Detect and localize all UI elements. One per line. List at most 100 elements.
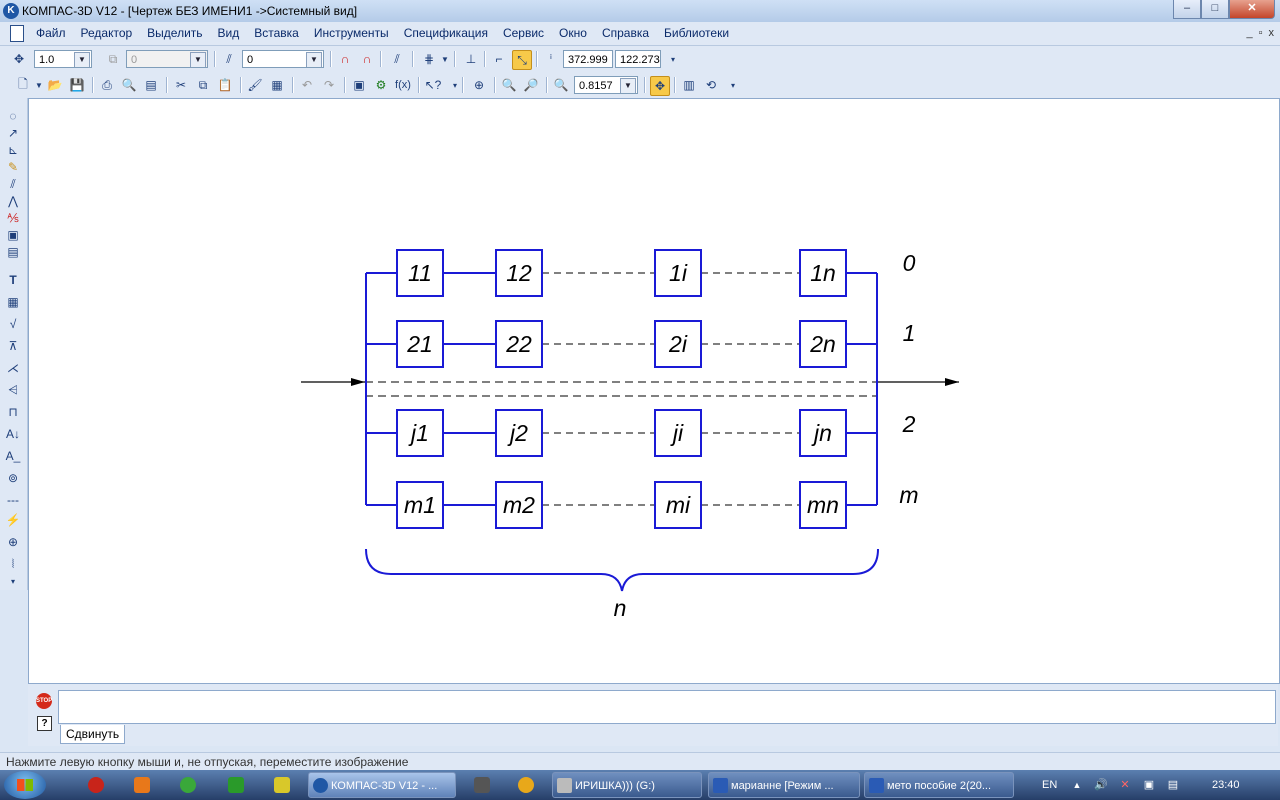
menu-editor[interactable]: Редактор (80, 26, 133, 40)
center-line-icon[interactable]: --- (7, 493, 19, 507)
scale-icon[interactable]: ✥ (13, 52, 25, 66)
language-indicator[interactable]: EN (1042, 779, 1058, 791)
geometry-icon[interactable]: ◌ (9, 109, 17, 123)
menu-specification[interactable]: Спецификация (403, 26, 488, 40)
refresh-icon[interactable]: ▥ (683, 78, 695, 92)
zoom-out-icon[interactable]: 🔎 (523, 78, 539, 92)
scale-field[interactable]: 1.0▼ (34, 50, 92, 68)
device-icon[interactable]: ▣ (1143, 779, 1155, 791)
volume-icon[interactable]: 🔊 (1094, 779, 1108, 791)
ortho-icon[interactable]: ⫽ (394, 51, 400, 66)
weld-icon[interactable]: ⚡ (5, 513, 21, 527)
open-folder-icon[interactable]: 📂 (47, 78, 63, 92)
task-word-1[interactable]: марианне [Режим ... (708, 772, 860, 798)
format-painter-icon[interactable]: 🖌 (247, 78, 263, 92)
print-icon[interactable]: ⎙ (102, 77, 112, 92)
local-cs-icon[interactable]: ⊥ (465, 52, 477, 66)
coord-x-field[interactable]: 372.999 (563, 50, 613, 68)
datum-icon[interactable]: ⊼ (8, 339, 18, 353)
manager-icon[interactable]: ▣ (353, 78, 365, 92)
opera-icon[interactable] (88, 777, 104, 793)
menu-libraries[interactable]: Библиотеки (664, 26, 730, 40)
snap-magnet-icon[interactable]: ∩ (362, 52, 372, 66)
zoom-scale-icon[interactable]: 🔍 (553, 78, 569, 92)
doc-minimize-button[interactable]: _ (1246, 27, 1253, 39)
variables-icon[interactable]: f(x) (395, 79, 411, 91)
menu-tools[interactable]: Инструменты (313, 26, 389, 40)
line-style-icon[interactable]: ⫽ (226, 51, 232, 66)
chevron-down-icon[interactable]: ▾ (452, 80, 457, 90)
zoom-in-icon[interactable]: 🔍 (501, 78, 517, 92)
grid-icon[interactable]: ⋕ (423, 52, 435, 66)
power-icon[interactable]: ▤ (1167, 779, 1179, 791)
specification-icon[interactable]: ▤ (7, 245, 19, 259)
line-style-field[interactable]: 0▼ (242, 50, 324, 68)
network-icon[interactable]: ✕ (1120, 779, 1130, 791)
magnet-icon[interactable]: ∩ (340, 52, 350, 66)
menu-window[interactable]: Окно (559, 26, 587, 40)
task-drive[interactable]: ИРИШКА))) (G:) (552, 772, 702, 798)
media-icon[interactable] (474, 777, 490, 793)
doc-close-button[interactable]: x (1268, 27, 1275, 39)
pan-icon[interactable]: ✥ (650, 76, 670, 96)
drawing-area[interactable]: 11 12 1i 1n 21 22 2i 2n j1 j2 ji jn m1 m… (28, 98, 1280, 684)
chevron-down-icon[interactable]: ▼ (35, 80, 43, 90)
chevron-down-icon[interactable]: ▾ (730, 80, 735, 90)
properties-icon[interactable]: ▦ (271, 78, 283, 92)
center-mark-icon[interactable]: ⊕ (7, 535, 19, 549)
wave-line-icon[interactable]: ⦚ (11, 557, 15, 571)
task-word-2[interactable]: мето пособие 2(20... (864, 772, 1014, 798)
page-setup-icon[interactable]: ▤ (145, 78, 157, 92)
position-icon[interactable]: ⩤ (8, 383, 18, 397)
redo-icon[interactable]: ↷ (323, 78, 335, 92)
minimize-button[interactable]: – (1173, 0, 1201, 19)
doc-restore-button[interactable]: ▫ (1258, 27, 1263, 39)
cut-line-icon[interactable]: ⊓ (8, 405, 18, 419)
browser-icon[interactable] (518, 777, 534, 793)
paste-icon[interactable]: 📋 (217, 78, 233, 92)
menu-file[interactable]: Файл (36, 26, 66, 40)
menu-insert[interactable]: Вставка (254, 26, 299, 40)
previous-view-icon[interactable]: ⟲ (705, 78, 717, 92)
task-kompas[interactable]: КОМПАС-3D V12 - ... (308, 772, 456, 798)
zoom-field[interactable]: 0.8157▼ (574, 76, 638, 94)
menu-select[interactable]: Выделить (147, 26, 203, 40)
symbols-icon[interactable]: ⊾ (7, 143, 19, 157)
save-icon[interactable]: 💾 (69, 78, 85, 92)
stop-icon[interactable]: STOP (36, 693, 52, 709)
print-preview-icon[interactable]: 🔍 (121, 78, 137, 92)
copy-icon[interactable]: ⧉ (198, 77, 208, 92)
measure-icon[interactable]: ⋀ (8, 194, 18, 208)
cut-icon[interactable]: ✂ (175, 78, 187, 92)
clock[interactable]: 23:40 (1212, 779, 1240, 791)
coord-y-field[interactable]: 122.273 (615, 50, 661, 68)
chevron-down-icon[interactable]: ▼ (441, 54, 449, 64)
kompas-app-icon[interactable]: K (3, 3, 19, 19)
parametrization-icon[interactable]: ⫽ (10, 177, 16, 191)
document-icon[interactable] (10, 25, 24, 42)
tolerance-icon[interactable]: ⊚ (7, 471, 19, 485)
snap-toggle-icon[interactable]: ⤡ (512, 50, 532, 70)
library-icon[interactable]: ⚙ (375, 78, 387, 92)
leader-icon[interactable]: ⋌ (7, 361, 19, 375)
select-icon[interactable]: ⅍ (7, 211, 19, 225)
media-player-icon[interactable] (134, 777, 150, 793)
menu-view[interactable]: Вид (217, 26, 240, 40)
chevron-down-icon[interactable]: ▾ (10, 577, 15, 586)
chevron-down-icon[interactable]: ▼ (620, 78, 636, 93)
help-pointer-icon[interactable]: ↖? (424, 78, 442, 92)
new-document-icon[interactable]: 🗋 (18, 76, 28, 91)
round-icon[interactable]: ⌐ (495, 52, 503, 66)
undo-icon[interactable]: ↶ (301, 78, 313, 92)
roughness-icon[interactable]: √ (9, 317, 17, 331)
chevron-down-icon[interactable]: ▼ (306, 52, 322, 67)
associative-views-icon[interactable]: ▣ (7, 228, 19, 242)
close-button[interactable]: ✕ (1229, 0, 1275, 19)
axis-icon[interactable]: A_ (5, 449, 21, 463)
zoom-window-icon[interactable]: ⊕ (473, 78, 485, 92)
dimensions-icon[interactable]: ↗ (7, 126, 19, 140)
chevron-up-icon[interactable]: ▲ (1072, 780, 1082, 790)
table-icon[interactable]: ▦ (7, 295, 19, 309)
publisher-icon[interactable] (228, 777, 244, 793)
utility-icon[interactable] (180, 777, 196, 793)
